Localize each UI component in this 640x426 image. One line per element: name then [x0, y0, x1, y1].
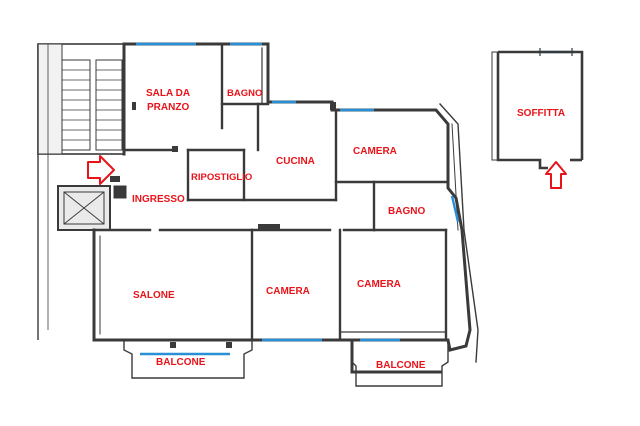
- entry-arrow-icon: [87, 155, 115, 185]
- label-sala-da-pranzo-line2: PRANZO: [147, 102, 189, 113]
- label-bagno-top: BAGNO: [227, 88, 262, 99]
- label-bagno-right: BAGNO: [388, 206, 425, 217]
- label-camera-middle: CAMERA: [266, 286, 310, 297]
- stairwell: [37, 43, 125, 340]
- balconies: [123, 340, 449, 387]
- label-sala-da-pranzo-line1: SALA DA: [146, 88, 190, 99]
- label-ripostiglio: RIPOSTIGLIO: [191, 172, 252, 183]
- label-salone: SALONE: [133, 290, 175, 301]
- label-cucina: CUCINA: [276, 156, 315, 167]
- label-balcone-left: BALCONE: [156, 357, 206, 368]
- up-arrow-icon: [545, 161, 567, 189]
- windows: [136, 42, 574, 356]
- label-camera-right: CAMERA: [357, 279, 401, 290]
- label-soffitta: SOFFITTA: [517, 108, 565, 119]
- label-camera-top-right: CAMERA: [353, 146, 397, 157]
- room-labels: SALA DA PRANZO BAGNO RIPOSTIGLIO CUCINA …: [132, 88, 565, 371]
- label-balcone-right: BALCONE: [376, 360, 426, 371]
- label-ingresso: INGRESSO: [132, 194, 185, 205]
- attic-walls: [491, 48, 584, 170]
- elevator-shaft: [57, 185, 127, 231]
